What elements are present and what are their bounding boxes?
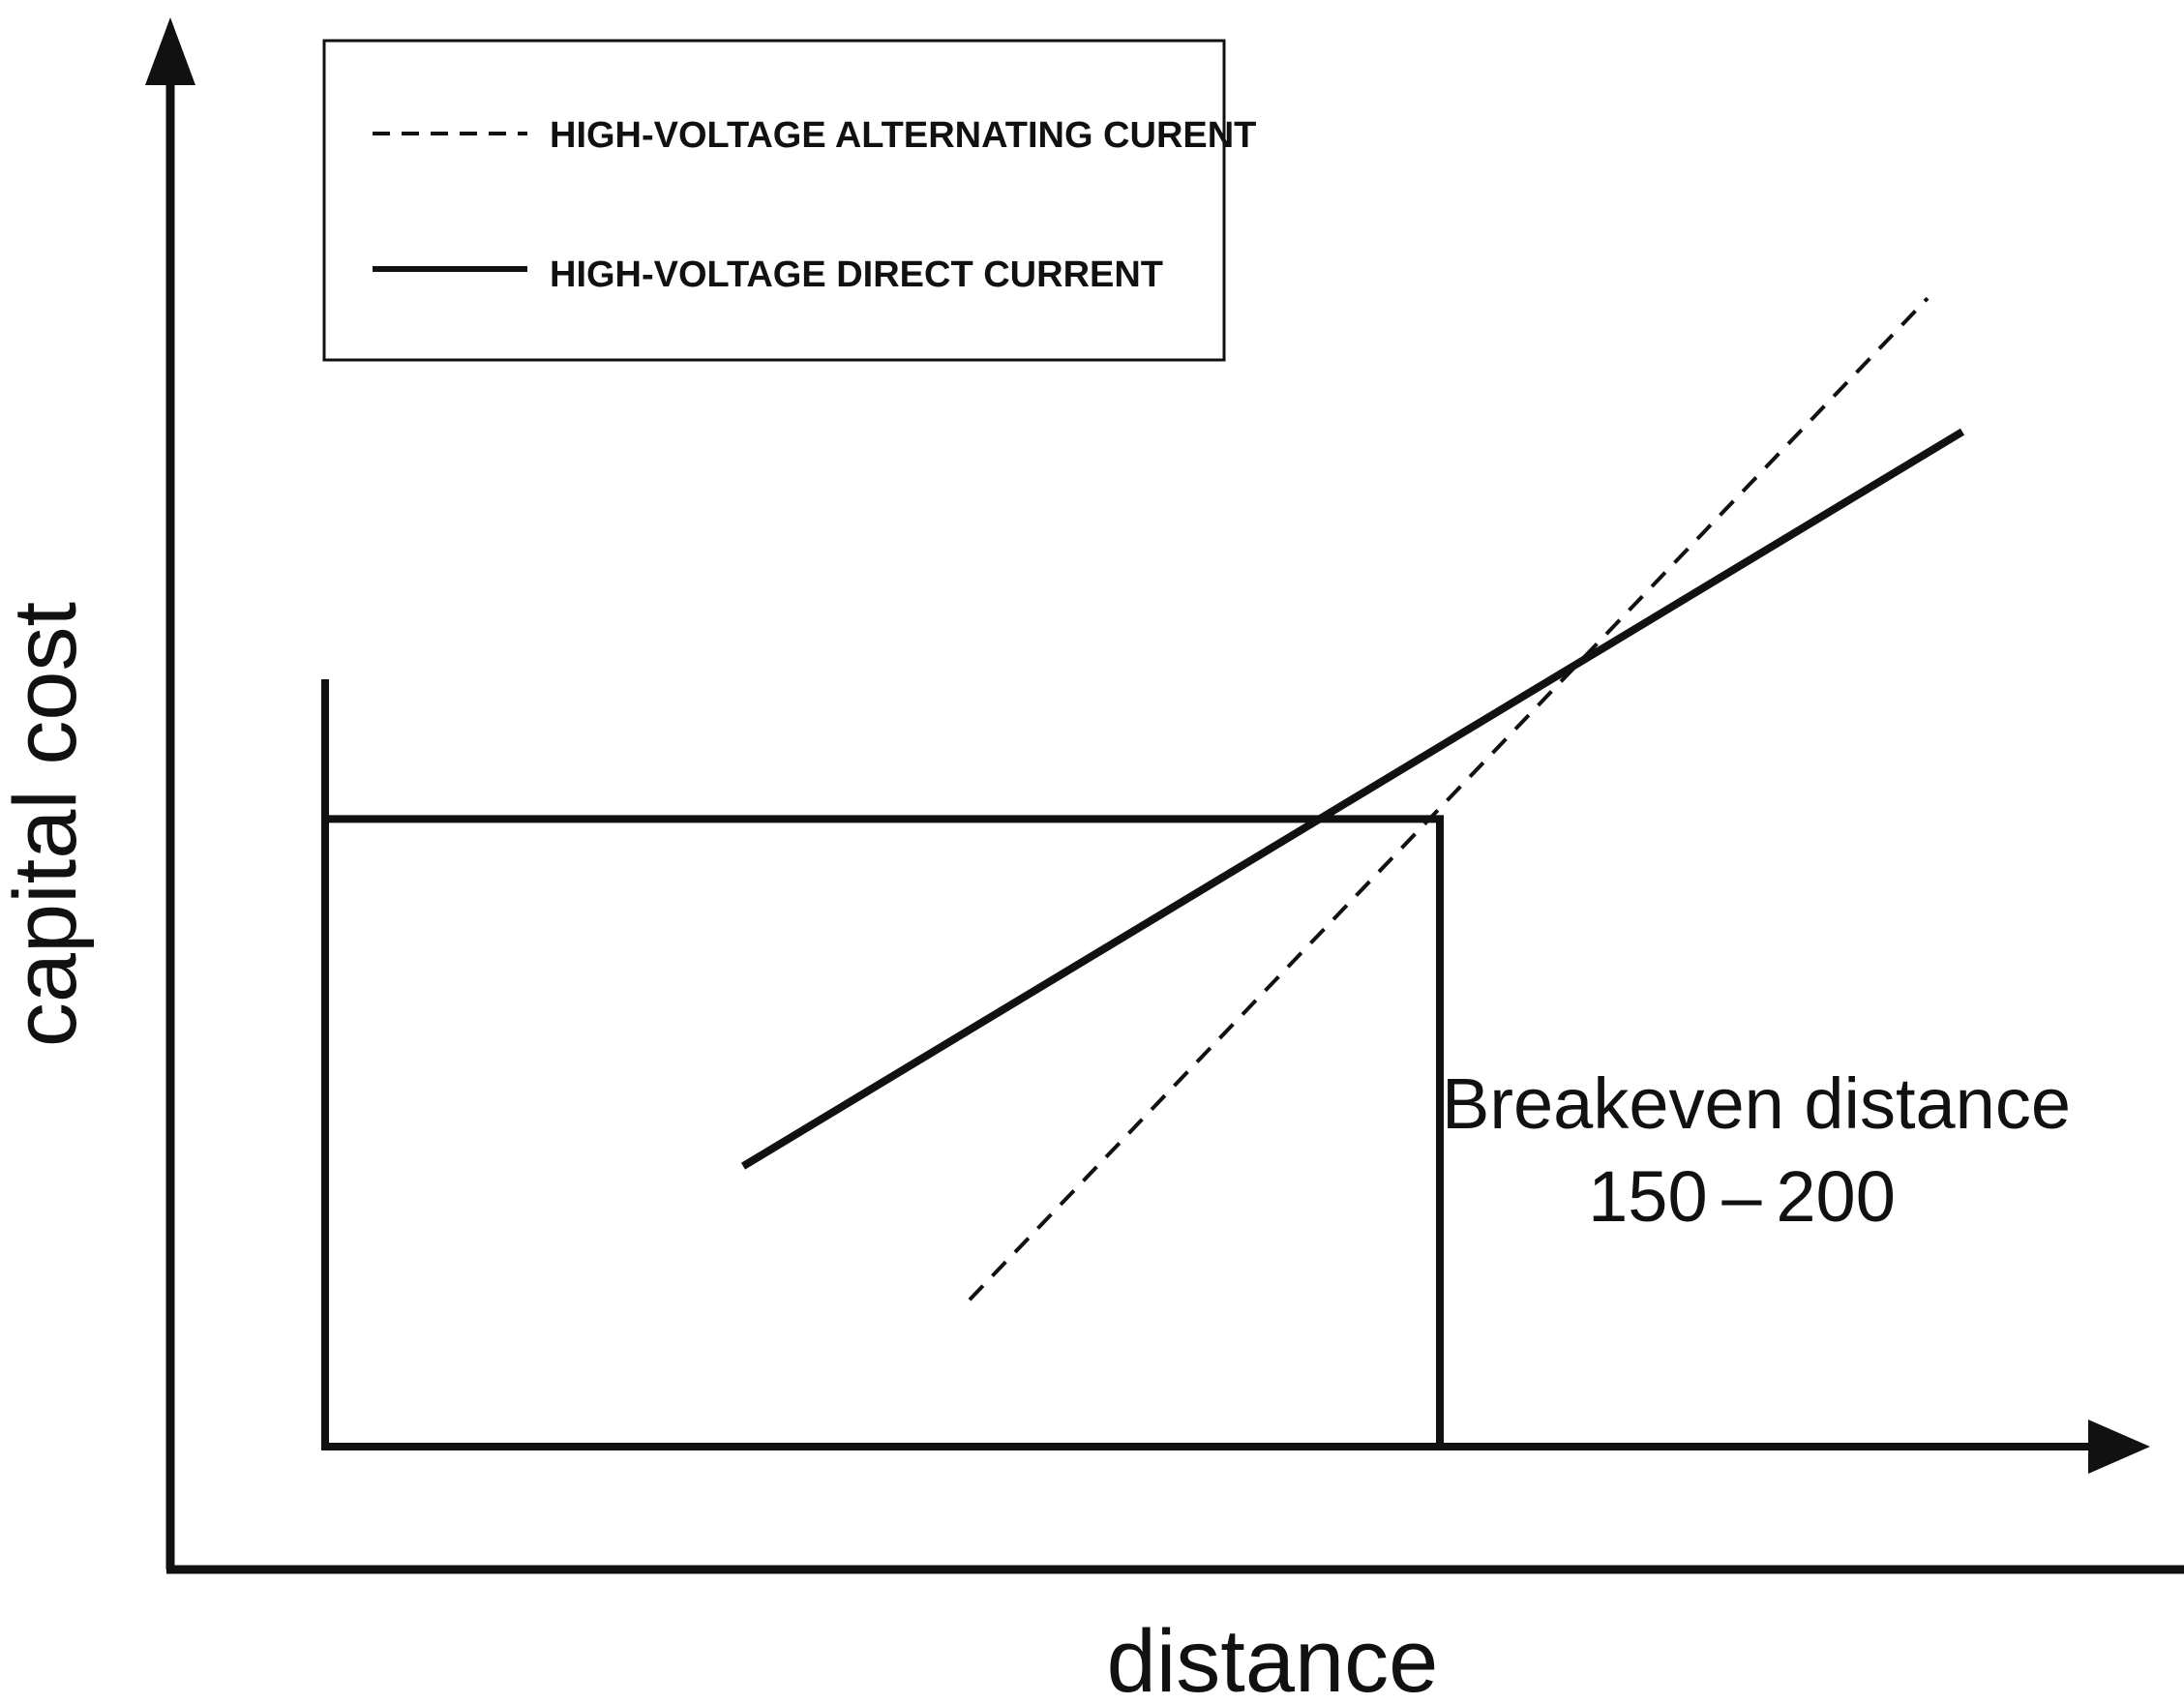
- legend: HIGH-VOLTAGE ALTERNATING CURENT HIGH-VOL…: [322, 39, 1256, 362]
- breakeven-annotation-line1: Breakeven distance: [1442, 1063, 2071, 1144]
- series-line-hvac: [968, 296, 1930, 1301]
- y-axis-title: capital cost: [0, 602, 95, 1047]
- breakeven-annotation-line2: 150 – 200: [1588, 1156, 1896, 1237]
- legend-label-hvdc: HIGH-VOLTAGE DIRECT CURRENT: [550, 254, 1163, 295]
- legend-label-hvac: HIGH-VOLTAGE ALTERNATING CURENT: [550, 115, 1256, 156]
- legend-box: [322, 39, 1226, 362]
- y-axis-arrow: [145, 17, 195, 85]
- x-axis-title: distance: [1107, 1612, 1439, 1704]
- series-line-hvdc: [740, 428, 1965, 1170]
- inner-axis-arrow: [2088, 1420, 2150, 1474]
